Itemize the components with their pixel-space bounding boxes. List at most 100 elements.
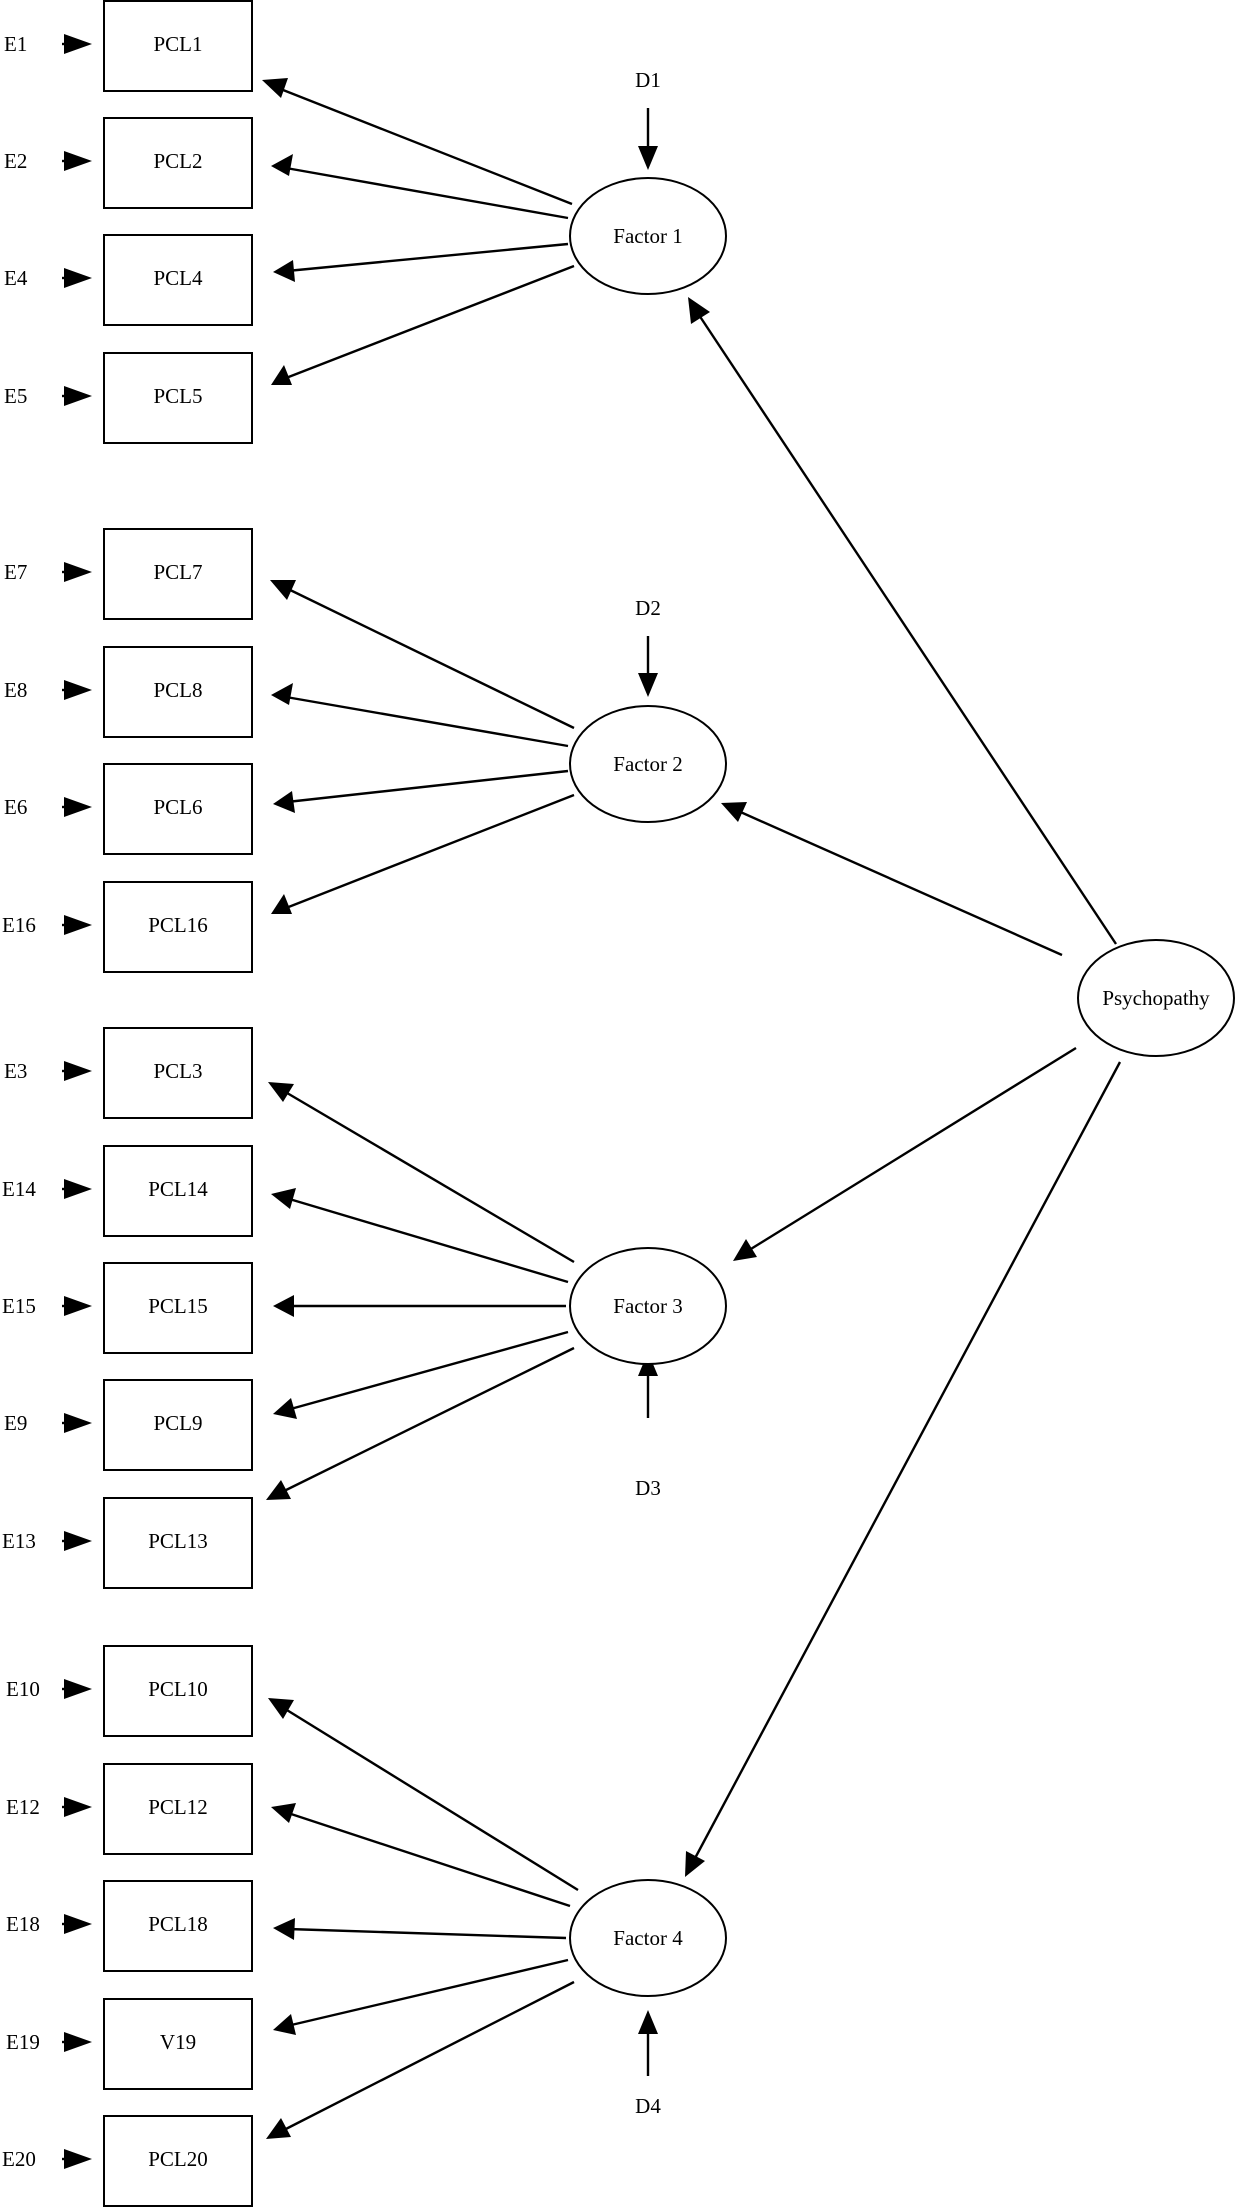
indicator-box-pcl15 <box>103 1262 253 1354</box>
psychopathy-loadings <box>685 297 1122 1877</box>
arrowhead-factor3-pcl15 <box>273 1295 294 1317</box>
loading-factor3-pcl3 <box>281 1088 575 1264</box>
latent-nodes: Factor 1 Factor 2 Factor 3 Factor 4 Psyc… <box>569 177 1235 1997</box>
arrowhead-e19 <box>64 2032 92 2052</box>
factor1-ellipse <box>569 177 727 295</box>
indicator-box-pcl5 <box>103 352 253 444</box>
arrowhead-factor3-pcl14 <box>271 1188 296 1209</box>
loading-factor3-pcl13 <box>279 1346 575 1495</box>
loading-factor4-pcl12 <box>284 1810 571 1908</box>
error-label: E20 <box>2 2147 36 2171</box>
disturbance-labels: D1 D2 D3 D4 <box>635 68 661 2118</box>
d3-label: D3 <box>635 1476 661 1500</box>
indicator-box-pcl10 <box>103 1645 253 1737</box>
factor2-ellipse <box>569 705 727 823</box>
arrowhead-factor2-pcl8 <box>271 683 293 705</box>
arrowhead-e2 <box>64 151 92 171</box>
loading-factor1-pcl4 <box>286 242 569 273</box>
arrowhead-factor1-pcl5 <box>271 365 292 385</box>
factor3-label: Factor 3 <box>613 1294 682 1318</box>
indicator-box-pcl7 <box>103 528 253 620</box>
indicator-label: PCL6 <box>153 795 202 819</box>
arrowhead-factor1-pcl1 <box>262 78 288 98</box>
error-label: E13 <box>2 1529 36 1553</box>
indicator-label: PCL13 <box>148 1529 208 1553</box>
loading-psychopathy-factor3 <box>745 1046 1077 1254</box>
arrowhead-e4 <box>64 268 92 288</box>
indicator-box-v19 <box>103 1998 253 2090</box>
arrowhead-factor4-pcl19 <box>273 2014 296 2035</box>
loading-psychopathy-factor1 <box>695 311 1118 945</box>
arrowhead-e5 <box>64 386 92 406</box>
error-label: E18 <box>6 1912 40 1936</box>
loading-factor3-pcl14 <box>285 1196 569 1284</box>
disturbance-arrows <box>638 108 658 2076</box>
loading-factor2-pcl6 <box>286 769 569 804</box>
indicator-label: PCL8 <box>153 678 202 702</box>
factor3-loadings <box>266 1082 575 1500</box>
indicator-box-pcl1 <box>103 0 253 92</box>
indicator-label: PCL16 <box>148 913 208 937</box>
d4-label: D4 <box>635 2094 661 2118</box>
indicator-label: PCL14 <box>148 1177 208 1201</box>
loading-factor1-pcl2 <box>285 166 569 220</box>
indicator-box-pcl9 <box>103 1379 253 1471</box>
indicator-label: PCL20 <box>148 2147 208 2171</box>
indicator-label: PCL12 <box>148 1795 208 1819</box>
indicator-box-pcl8 <box>103 646 253 738</box>
error-label: E10 <box>6 1677 40 1701</box>
factor2-label: Factor 2 <box>613 752 682 776</box>
error-label: E2 <box>4 149 27 173</box>
loading-factor2-pcl16 <box>285 793 575 910</box>
arrowhead-d2 <box>638 673 658 697</box>
error-label: E15 <box>2 1294 36 1318</box>
indicator-boxes <box>103 0 253 2207</box>
indicator-box-pcl4 <box>103 234 253 326</box>
error-label: E9 <box>4 1411 27 1435</box>
indicator-label: V19 <box>160 2030 196 2054</box>
loading-factor3-pcl9 <box>286 1330 569 1412</box>
error-label: E7 <box>4 560 27 584</box>
error-label: E6 <box>4 795 27 819</box>
indicator-labels: PCL1 PCL2 PCL4 PCL5 PCL7 PCL8 PCL6 PCL16… <box>148 32 208 2171</box>
arrowhead-factor3-pcl3 <box>268 1082 294 1102</box>
loading-psychopathy-factor4 <box>691 1061 1122 1863</box>
arrowhead-factor2-pcl6 <box>273 791 295 813</box>
error-label: E4 <box>4 266 28 290</box>
d2-label: D2 <box>635 596 661 620</box>
arrowhead-d1 <box>638 146 658 170</box>
arrowhead-factor1-pcl2 <box>271 154 293 176</box>
arrowhead-factor4-pcl18 <box>273 1918 295 1940</box>
loading-factor4-pcl10 <box>281 1705 579 1892</box>
arrowhead-e9 <box>64 1413 92 1433</box>
arrowhead-psychopathy-factor2 <box>721 802 747 822</box>
loading-factor2-pcl8 <box>285 695 569 748</box>
psychopathy-ellipse <box>1077 939 1235 1057</box>
error-arrows <box>62 34 92 2169</box>
indicator-label: PCL9 <box>153 1411 202 1435</box>
indicator-box-pcl20 <box>103 2115 253 2207</box>
arrowhead-psychopathy-factor3 <box>733 1239 757 1261</box>
arrowhead-e12 <box>64 1797 92 1817</box>
indicator-label: PCL2 <box>153 149 202 173</box>
indicator-box-pcl13 <box>103 1497 253 1589</box>
arrowhead-e18 <box>64 1914 92 1934</box>
indicator-label: PCL5 <box>153 384 202 408</box>
indicator-box-pcl12 <box>103 1763 253 1855</box>
arrowhead-e16 <box>64 915 92 935</box>
arrowhead-factor4-pcl20 <box>266 2118 291 2139</box>
error-labels: E1 E2 E4 E5 E7 E8 E6 E16 E3 E14 E15 E9 E… <box>2 32 40 2171</box>
loading-factor4-pcl19 <box>286 1958 569 2028</box>
arrowhead-e7 <box>64 562 92 582</box>
arrowhead-factor4-pcl10 <box>268 1698 294 1719</box>
indicator-label: PCL4 <box>153 266 203 290</box>
arrowhead-e13 <box>64 1531 92 1551</box>
error-label: E19 <box>6 2030 40 2054</box>
loading-factor4-pcl18 <box>287 1927 567 1940</box>
error-label: E14 <box>2 1177 36 1201</box>
factor3-ellipse <box>569 1247 727 1365</box>
arrowhead-e10 <box>64 1679 92 1699</box>
loading-factor4-pcl20 <box>279 1980 575 2134</box>
indicator-label: PCL3 <box>153 1059 202 1083</box>
